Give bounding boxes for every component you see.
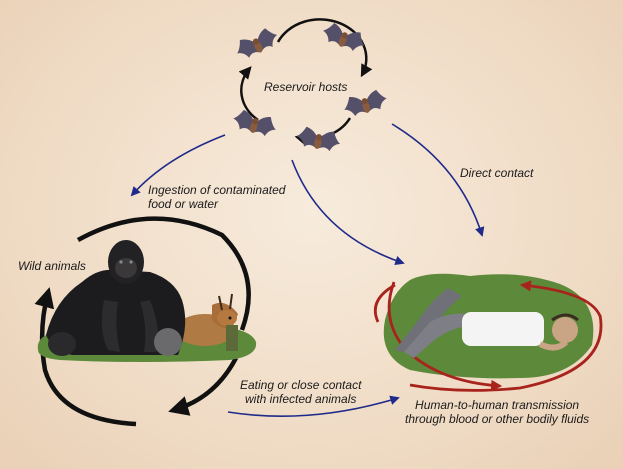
bat-icon xyxy=(295,125,342,152)
gorilla-icon xyxy=(46,240,185,356)
human-cycle xyxy=(375,274,601,391)
bat-icon xyxy=(231,108,279,139)
label-reservoir-hosts: Reservoir hosts xyxy=(264,80,347,94)
label-ingestion: Ingestion of contaminated food or water xyxy=(148,183,285,211)
arrow-bats-to-humans xyxy=(292,160,403,263)
label-wild-animals: Wild animals xyxy=(18,259,86,273)
label-direct-contact: Direct contact xyxy=(460,166,533,180)
bat-icon xyxy=(341,88,389,119)
label-eating-contact: Eating or close contact with infected an… xyxy=(240,378,361,406)
label-human-transmission: Human-to-human transmission through bloo… xyxy=(405,398,589,426)
bat-icon xyxy=(233,25,281,62)
wildlife-arc-right xyxy=(174,358,236,410)
